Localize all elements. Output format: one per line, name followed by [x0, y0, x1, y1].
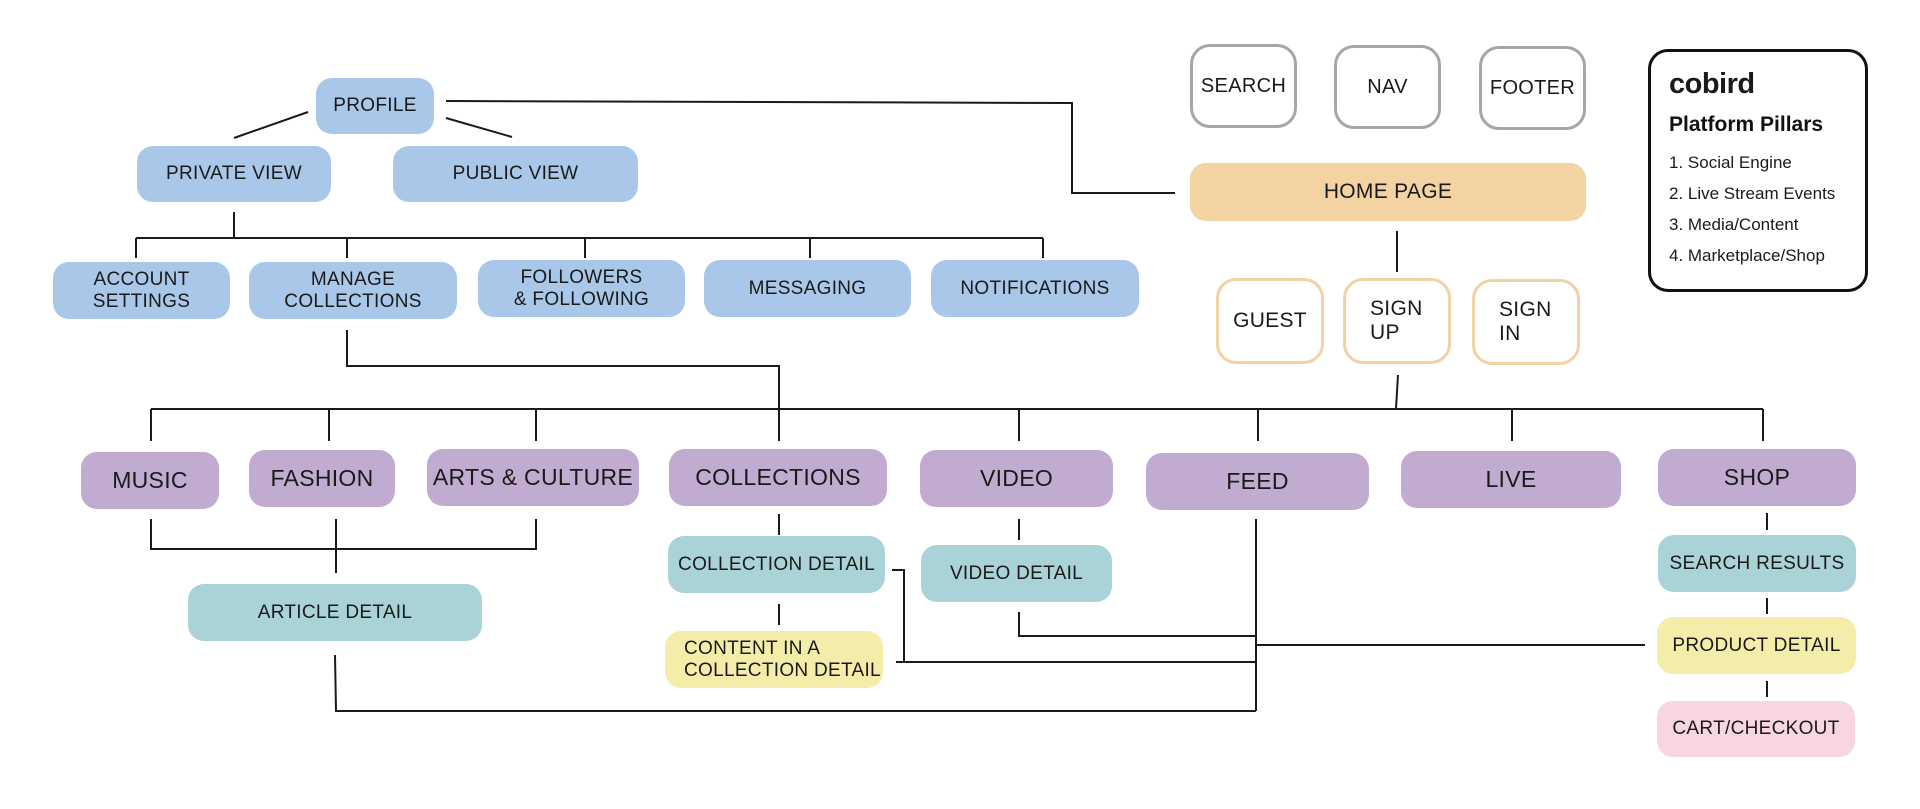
legend-item: 2. Live Stream Events	[1669, 184, 1836, 203]
nav-component-node[interactable]: NAV	[1334, 45, 1441, 129]
cobird-logo: cobird	[1669, 68, 1755, 100]
manage-collections-node[interactable]: MANAGE COLLECTIONS	[249, 262, 457, 319]
collection-detail-node[interactable]: COLLECTION DETAIL	[668, 536, 885, 593]
public-view-node[interactable]: PUBLIC VIEW	[393, 146, 638, 202]
legend-title: Platform Pillars	[1669, 113, 1824, 136]
followers-following-node[interactable]: FOLLOWERS & FOLLOWING	[478, 260, 685, 317]
product-detail-node[interactable]: PRODUCT DETAIL	[1657, 617, 1856, 674]
connector-signup-bus	[1395, 374, 1399, 410]
search-component-node[interactable]: SEARCH	[1190, 44, 1297, 128]
notifications-node[interactable]: NOTIFICATIONS	[931, 260, 1139, 317]
legend-list: 1. Social Engine 2. Live Stream Events 3…	[1669, 147, 1847, 271]
feed-node[interactable]: FEED	[1146, 453, 1369, 510]
connector-videodetail-feed	[1018, 612, 1256, 637]
legend-item: 4. Marketplace/Shop	[1669, 246, 1825, 265]
video-node[interactable]: VIDEO	[920, 450, 1113, 507]
legend-item: 1. Social Engine	[1669, 153, 1792, 172]
home-page-node[interactable]: HOME PAGE	[1190, 163, 1586, 221]
live-node[interactable]: LIVE	[1401, 451, 1621, 508]
footer-component-node[interactable]: FOOTER	[1479, 46, 1586, 130]
article-detail-node[interactable]: ARTICLE DETAIL	[188, 584, 482, 641]
connector-media-bracket	[150, 519, 537, 550]
connector-manage-to-collections	[346, 330, 780, 441]
arts-culture-node[interactable]: ARTS & CULTURE	[427, 449, 639, 506]
connector-collectiondetail-feed	[892, 569, 1256, 663]
sign-in-node[interactable]: SIGN IN	[1472, 279, 1580, 365]
video-detail-node[interactable]: VIDEO DETAIL	[921, 545, 1112, 602]
sign-up-node[interactable]: SIGN UP	[1343, 278, 1451, 364]
messaging-node[interactable]: MESSAGING	[704, 260, 911, 317]
connector-profile-home	[445, 100, 1175, 194]
legend-box: cobird Platform Pillars 1. Social Engine…	[1648, 49, 1868, 292]
connector-profile-private	[233, 111, 309, 139]
connector-profile-public	[445, 117, 513, 138]
connector-article-feed	[334, 654, 1256, 712]
profile-node[interactable]: PROFILE	[316, 78, 434, 134]
content-in-collection-detail-node[interactable]: CONTENT IN A COLLECTION DETAIL	[665, 631, 883, 688]
legend-item: 3. Media/Content	[1669, 215, 1799, 234]
fashion-node[interactable]: FASHION	[249, 450, 395, 507]
collections-node[interactable]: COLLECTIONS	[669, 449, 887, 506]
music-node[interactable]: MUSIC	[81, 452, 219, 509]
shop-node[interactable]: SHOP	[1658, 449, 1856, 506]
guest-node[interactable]: GUEST	[1216, 278, 1324, 364]
search-results-node[interactable]: SEARCH RESULTS	[1658, 535, 1856, 592]
account-settings-node[interactable]: ACCOUNT SETTINGS	[53, 262, 230, 319]
private-view-node[interactable]: PRIVATE VIEW	[137, 146, 331, 202]
cart-checkout-node[interactable]: CART/CHECKOUT	[1657, 701, 1855, 757]
